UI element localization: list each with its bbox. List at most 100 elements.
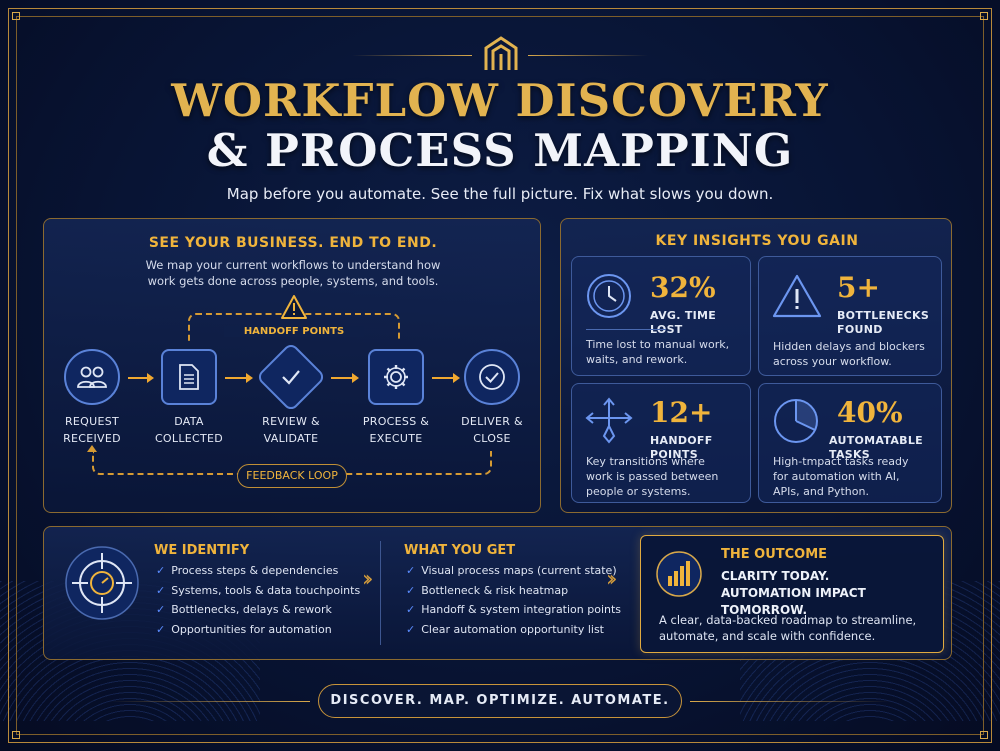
checkmark-icon: ✓ [406, 603, 416, 616]
insight-card-automatable: 40% AUTOMATABLE TASKS High-tmpact tasks … [758, 383, 942, 503]
step-label-review: REVIEW & VALIDATE [245, 413, 337, 447]
insight-desc-line: across your workflow. [773, 355, 892, 368]
insight-label: AVG. TIME LOST [650, 309, 717, 336]
step-label-line: EXECUTE [369, 432, 423, 445]
feedback-loop-label: FEEDBACK LOOP [237, 464, 347, 488]
insight-desc-line: Hidden delays and blockers [773, 340, 925, 353]
double-chevron-icon: ›› [362, 567, 373, 592]
frame-corner [980, 12, 988, 20]
checkmark-icon: ✓ [156, 622, 166, 636]
brand-logo-icon [484, 36, 518, 70]
outcome-statement: CLARITY TODAY. AUTOMATION IMPACT TOMORRO… [721, 568, 943, 619]
checkmark-icon: ✓ [156, 603, 166, 616]
feedback-arrowhead [87, 445, 97, 452]
list-item: ✓Bottleneck & risk heatmap [406, 581, 621, 601]
outcome-line: AUTOMATION IMPACT TOMORROW. [721, 586, 866, 617]
outcome-desc: A clear, data-backed roadmap to streamli… [659, 612, 916, 644]
page-title-line2: & PROCESS MAPPING [206, 124, 794, 177]
insight-desc-line: Key transitions where [586, 455, 705, 468]
warning-icon [772, 274, 822, 318]
identify-list: ✓ Process steps & dependencies ✓ Systems, … [156, 561, 360, 639]
step-label-request: REQUEST RECEIVED [46, 413, 138, 447]
outcome-heading: THE OUTCOME [721, 547, 828, 562]
step-label-line: CLOSE [473, 432, 511, 445]
list-item-text: Clear automation opportunity list [421, 622, 604, 636]
insights-panel: KEY INSIGHTS YOU GAIN 32% AVG. TIME LOST… [560, 218, 952, 513]
flow-panel-intro: We map your current workflows to underst… [44, 257, 542, 289]
insight-value: 32% [650, 271, 716, 304]
step-label-deliver: DELIVER & CLOSE [446, 413, 538, 447]
page-tagline: Map before you automate. See the full pi… [226, 185, 774, 203]
check-circle-icon [479, 364, 505, 390]
pie-chart-icon [774, 399, 818, 443]
target-icon [65, 546, 139, 620]
step-node-data [161, 349, 217, 405]
step-label-line: VALIDATE [263, 432, 319, 445]
checkmark-icon: ✓ [156, 583, 166, 597]
checkmark-icon: ✓ [156, 564, 166, 577]
insight-desc-line: waits, and rework. [586, 353, 688, 366]
insight-desc-line: APIs, and Python. [773, 485, 869, 498]
insight-label-line: BOTTLENECKS [837, 309, 930, 322]
insight-label: HANDOFF POINTS [650, 434, 713, 461]
step-label-line: RECEIVED [63, 432, 121, 445]
list-item: ✓Visual process maps (current state) [406, 561, 621, 581]
gear-icon [384, 365, 408, 389]
list-item: ✓Opportunities for automation [156, 620, 360, 640]
outcome-box: THE OUTCOME CLARITY TODAY. AUTOMATION IM… [640, 535, 944, 653]
insight-desc-line: work is passed between [586, 470, 719, 483]
clock-icon [587, 274, 631, 318]
step-node-request [64, 349, 120, 405]
check-icon [282, 370, 300, 385]
double-chevron-icon: ›› [606, 567, 617, 592]
checkmark-icon: ✓ [406, 564, 416, 577]
step-label-process: PROCESS & EXECUTE [350, 413, 442, 447]
flow-intro-line2: work gets done across people, systems, a… [147, 274, 439, 288]
insights-heading: KEY INSIGHTS YOU GAIN [655, 233, 859, 249]
insight-desc: High-tmpact tasks ready for automation w… [773, 454, 909, 499]
list-item-text: Bottleneck & risk heatmap [421, 583, 569, 597]
banner-rule-left [110, 701, 310, 702]
insight-card-handoffs: 12+ HANDOFF POINTS Key transitions where… [571, 383, 751, 503]
list-item-text: Process steps & dependencies [171, 564, 339, 577]
page-title-line1: WORKFLOW DISCOVERY [171, 74, 829, 127]
inner-frame [16, 16, 984, 735]
insight-card-bottlenecks: 5+ BOTTLENECKS FOUND Hidden delays and b… [758, 256, 942, 376]
card-divider [586, 329, 666, 330]
insight-value: 12+ [650, 396, 713, 429]
step-label-line: REVIEW & [262, 415, 320, 428]
footer-banner: DISCOVER. MAP. OPTIMIZE. AUTOMATE. [318, 684, 682, 718]
flow-arrow [128, 373, 154, 383]
flow-panel-heading: SEE YOUR BUSINESS. END TO END. [148, 235, 438, 251]
get-heading: WHAT YOU GET [404, 543, 516, 558]
flow-arrow [432, 373, 460, 383]
insight-card-time-lost: 32% AVG. TIME LOST Time lost to manual w… [571, 256, 751, 376]
list-item: ✓ Systems, tools & data touchpoints [156, 581, 360, 601]
users-icon [77, 366, 107, 388]
outcome-line: CLARITY TODAY. [721, 569, 830, 583]
insight-desc: Key transitions where work is passed bet… [586, 454, 718, 499]
bar-chart-icon [656, 551, 702, 597]
header-rule-right [528, 55, 648, 56]
list-item-text: Bottlenecks, delays & rework [171, 603, 332, 616]
outer-frame [8, 8, 992, 743]
banner-rule-right [690, 701, 890, 702]
list-item: ✓ Bottlenecks, delays & rework [156, 600, 360, 620]
flow-arrow [331, 373, 359, 383]
warning-icon [281, 295, 307, 319]
flow-arrow [225, 373, 253, 383]
step-node-deliver [464, 349, 520, 405]
outcome-desc-line: A clear, data-backed roadmap to streamli… [659, 613, 917, 627]
list-item-text: Systems, tools & data touchpoints [171, 583, 361, 597]
step-label-line: COLLECTED [154, 432, 224, 445]
frame-corner [980, 731, 988, 739]
step-label-line: PROCESS & [362, 415, 430, 428]
insight-desc-line: Time lost to manual work, [586, 338, 730, 351]
handoff-points-label: HANDOFF POINTS [224, 326, 364, 337]
step-label-data: DATA COLLECTED [143, 413, 235, 447]
document-icon [179, 364, 199, 390]
flow-intro-line1: We map your current workflows to underst… [145, 258, 441, 272]
outcome-desc-line: automate, and scale with confidence. [659, 629, 876, 643]
checkmark-icon: ✓ [406, 622, 416, 636]
list-item-text: Handoff & system integration points [421, 603, 622, 616]
